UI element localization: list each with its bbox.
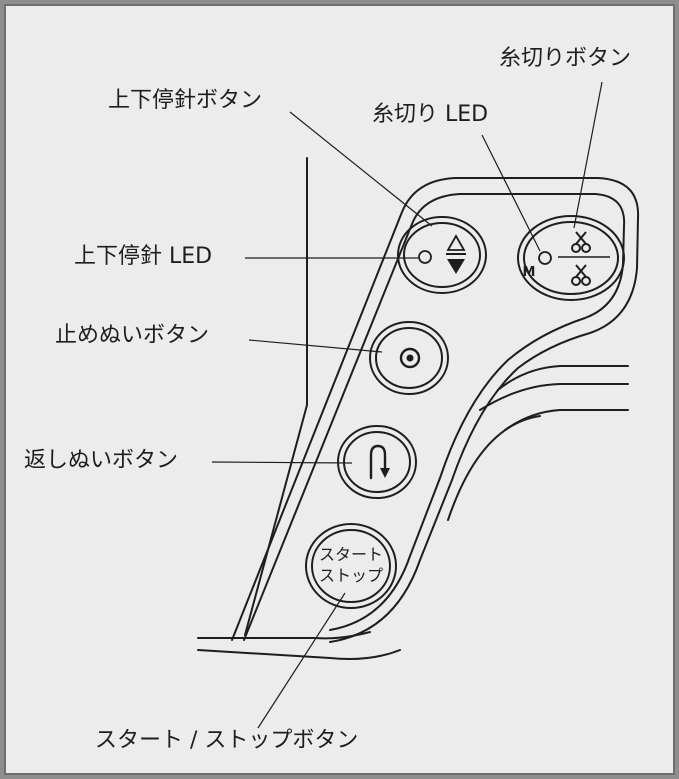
arm-line-lower bbox=[479, 383, 629, 411]
label-needle-up-down-button: 上下停針ボタン bbox=[108, 88, 263, 113]
label-needle-up-down-led: 上下停針 LED bbox=[74, 244, 213, 269]
needle-up-down-button-outer bbox=[397, 216, 487, 294]
leader-thread-cut-button bbox=[573, 81, 603, 229]
needle-up-down-led bbox=[418, 250, 432, 264]
scissors-icon bbox=[558, 231, 610, 286]
u-turn-arrow-icon bbox=[369, 444, 390, 480]
lock-stitch-button-inner bbox=[375, 327, 443, 389]
dot-circle-icon bbox=[399, 347, 421, 369]
arm-line-4 bbox=[447, 415, 541, 521]
needle-up-down-triangles-icon bbox=[446, 234, 466, 274]
leader-start-stop-button bbox=[257, 592, 346, 729]
start-stop-button-text-line1: スタート bbox=[318, 545, 383, 564]
base-line-top bbox=[197, 631, 371, 640]
panel-outline-inner bbox=[243, 193, 626, 641]
label-thread-cut-led: 糸切り LED bbox=[372, 102, 489, 127]
diagram-frame bbox=[4, 4, 675, 775]
start-stop-button-outer bbox=[305, 523, 397, 609]
machine-body-edge bbox=[244, 157, 308, 636]
label-reverse-stitch-button: 返しぬいボタン bbox=[24, 448, 179, 473]
panel-outline-outer bbox=[231, 177, 640, 643]
reverse-stitch-button-inner bbox=[343, 431, 411, 493]
label-lock-stitch-button: 止めぬいボタン bbox=[55, 323, 210, 348]
base-line-bottom bbox=[197, 649, 401, 660]
lock-stitch-button-outer bbox=[369, 321, 449, 395]
arm-line-upper bbox=[497, 365, 629, 391]
start-stop-button-text-line2: ストップ bbox=[318, 566, 383, 585]
start-stop-button-inner bbox=[311, 529, 391, 603]
thread-cut-button-inner bbox=[523, 221, 619, 295]
thread-cut-led bbox=[538, 251, 552, 265]
needle-up-down-button-inner bbox=[403, 222, 481, 288]
label-start-stop-button: スタート / ストップボタン bbox=[95, 728, 359, 753]
leader-thread-cut-led bbox=[481, 134, 541, 252]
leader-lock-stitch-button bbox=[248, 339, 383, 353]
leader-needle-up-down-button bbox=[289, 111, 433, 227]
label-thread-cut-button: 糸切りボタン bbox=[499, 46, 632, 71]
leader-reverse-stitch-button bbox=[211, 461, 353, 464]
thread-cut-memory-mark: M bbox=[522, 265, 536, 280]
thread-cut-button-outer bbox=[517, 215, 625, 301]
reverse-stitch-button-outer bbox=[337, 425, 417, 499]
